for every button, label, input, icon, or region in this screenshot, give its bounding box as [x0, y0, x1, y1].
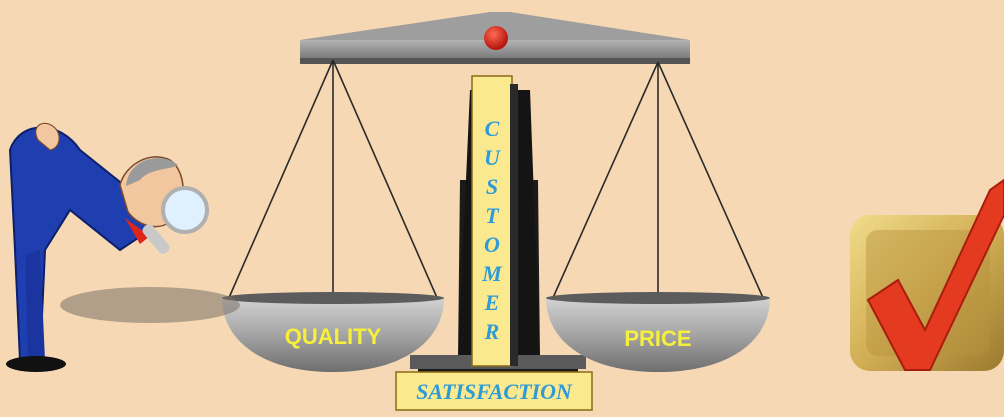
quality-label: QUALITY	[285, 324, 382, 349]
customer-letter-6: M	[481, 261, 503, 286]
customer-letter-5: O	[484, 232, 500, 257]
customer-letter-4: T	[485, 203, 500, 228]
customer-letter-7: E	[484, 290, 500, 315]
check-mark-icon	[850, 178, 1004, 371]
businessman-with-magnifying-glass	[6, 122, 240, 372]
customer-letter-8: R	[484, 319, 500, 344]
satisfaction-label: SATISFACTION	[416, 379, 573, 404]
customer-letter-3: S	[486, 174, 498, 199]
left-pan-strings	[227, 59, 439, 301]
customer-letter-1: C	[485, 116, 500, 141]
right-pan: PRICE	[546, 292, 770, 372]
left-pan: QUALITY	[222, 292, 444, 372]
satisfaction-plate: SATISFACTION	[395, 371, 593, 411]
scale-beam	[300, 12, 690, 64]
right-pan-strings	[551, 61, 765, 301]
price-label: PRICE	[624, 326, 691, 351]
pivot-knob	[484, 26, 508, 50]
customer-letter-2: U	[484, 145, 501, 170]
